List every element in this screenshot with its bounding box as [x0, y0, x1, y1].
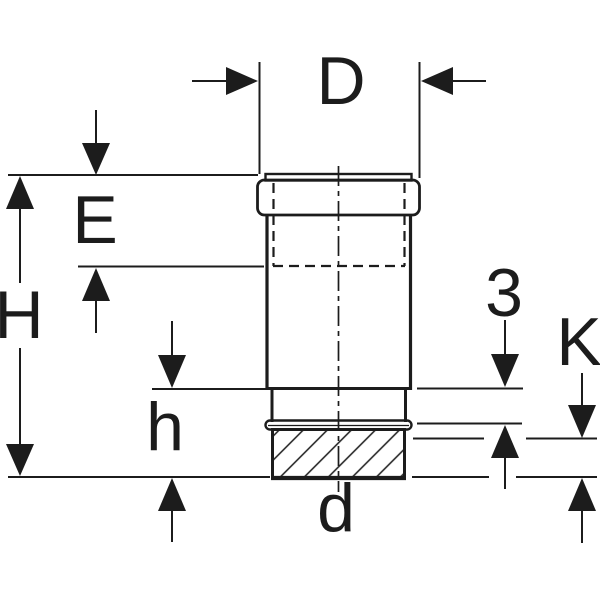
arrowhead-up-icon — [491, 425, 519, 458]
reference-lines — [8, 174, 597, 478]
dimension-3: 3 — [417, 255, 523, 489]
dimension-E: E — [72, 110, 264, 333]
dimension-label-K: K — [556, 304, 600, 380]
arrowhead-up-icon — [568, 478, 596, 511]
dimension-H: H — [0, 176, 44, 476]
arrowhead-down-icon — [491, 354, 519, 387]
dimension-label-H: H — [0, 277, 44, 353]
arrowhead-up-icon — [158, 478, 186, 511]
arrowhead-down-icon — [158, 355, 186, 388]
dimension-h: h — [146, 321, 266, 542]
dimension-label-D: D — [316, 43, 365, 119]
dimension-label-3: 3 — [485, 255, 523, 331]
dimension-K: K — [413, 304, 600, 543]
dimension-label-E: E — [72, 182, 117, 258]
arrowhead-right-icon — [226, 67, 258, 95]
arrowhead-up-icon — [82, 268, 110, 301]
arrowhead-down-icon — [82, 143, 110, 175]
dimension-label-d: d — [317, 470, 355, 546]
dimension-D: D — [192, 43, 486, 178]
arrowhead-down-icon — [6, 444, 34, 476]
dimension-label-h: h — [146, 389, 184, 465]
arrowhead-left-icon — [421, 67, 453, 95]
arrowhead-up-icon — [6, 176, 34, 209]
arrowhead-down-icon — [568, 405, 596, 438]
